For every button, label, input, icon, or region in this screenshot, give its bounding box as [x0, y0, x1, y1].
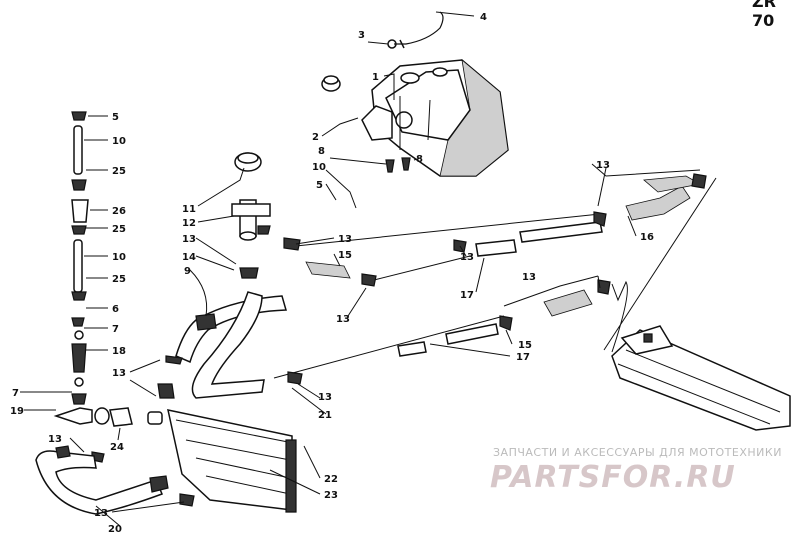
oil-tank [361, 59, 509, 177]
callout-13-hose: 13 [318, 392, 332, 403]
tee-fitting [231, 152, 271, 279]
callout-10-upper: 10 [112, 136, 126, 147]
vent-fitting [387, 11, 444, 49]
watermark-logo: PARTSFOR.RU [490, 460, 736, 495]
callout-13-tee: 13 [182, 234, 196, 245]
leader-lines [20, 11, 701, 527]
callout-13-rod: 13 [460, 252, 474, 263]
rod-upper [295, 211, 607, 281]
hose-assembly [157, 291, 287, 399]
callout-7-lower: 7 [12, 388, 19, 399]
callout-9: 9 [184, 266, 191, 277]
diagram-code: ZR 70 [752, 0, 776, 30]
callout-18: 18 [112, 346, 126, 357]
callout-5-tank: 5 [316, 180, 323, 191]
hose-clamps [91, 237, 467, 507]
callout-13-grip: 13 [338, 234, 352, 245]
callout-17-lower: 17 [516, 352, 530, 363]
heat-exchanger-lower [167, 409, 297, 513]
callout-17-upper: 17 [460, 290, 474, 301]
callout-15-left: 15 [338, 250, 352, 261]
callout-13-left: 13 [112, 368, 126, 379]
callout-13-bottom: 13 [94, 508, 108, 519]
callout-14: 14 [182, 252, 196, 263]
callout-10-middle: 10 [112, 252, 126, 263]
callout-23: 23 [324, 490, 338, 501]
callout-26: 26 [112, 206, 126, 217]
callout-5-upper: 5 [112, 112, 119, 123]
callout-labels: 5 10 25 26 25 10 25 6 7 18 7 19 1 2 3 4 … [10, 12, 654, 535]
tank-valve [385, 157, 411, 173]
tank-cap [321, 75, 341, 92]
lower-hose [35, 445, 169, 515]
callout-7-upper: 7 [112, 324, 119, 335]
callout-2: 2 [312, 132, 319, 143]
callout-20: 20 [108, 524, 122, 535]
callout-10-tank: 10 [312, 162, 326, 173]
callout-22: 22 [324, 474, 338, 485]
callout-16: 16 [640, 232, 654, 243]
callout-8-right: 8 [416, 154, 423, 165]
callout-1: 1 [372, 72, 379, 83]
callout-8-left: 8 [318, 146, 325, 157]
callout-4: 4 [480, 12, 487, 23]
rod-lower [273, 315, 513, 379]
fuel-line-stack [53, 111, 163, 427]
handle-grips [305, 173, 707, 317]
callout-24: 24 [110, 442, 124, 453]
callout-13-lower-left: 13 [48, 434, 62, 445]
callout-25-middle: 25 [112, 224, 126, 235]
callout-6: 6 [112, 304, 119, 315]
callout-11: 11 [182, 204, 196, 215]
heat-exchanger-right [611, 325, 791, 431]
watermark-text: ЗАПЧАСТИ И АКСЕССУАРЫ ДЛЯ МОТОТЕХНИКИ [493, 446, 782, 459]
callout-19: 19 [10, 406, 24, 417]
callout-13-top-right: 13 [596, 160, 610, 171]
callout-13-right: 13 [522, 272, 536, 283]
callout-13-mid: 13 [336, 314, 350, 325]
callout-3: 3 [358, 30, 365, 41]
leader-exchanger [603, 177, 717, 353]
callout-25-upper: 25 [112, 166, 126, 177]
callout-25-lower: 25 [112, 274, 126, 285]
callout-15-right: 15 [518, 340, 532, 351]
callout-21: 21 [318, 410, 332, 421]
callout-12: 12 [182, 218, 196, 229]
